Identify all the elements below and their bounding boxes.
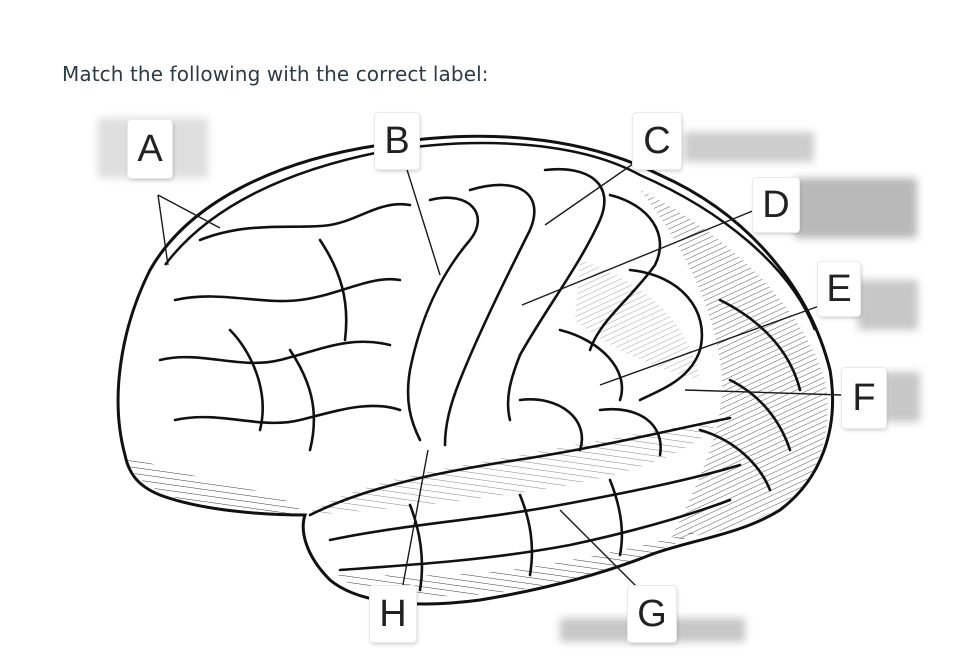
label-F[interactable]: F [842,368,886,428]
hidden-answer-F [885,372,920,422]
hidden-answer-C [684,132,814,162]
label-H[interactable]: H [370,586,416,642]
parietal-shading [575,260,700,380]
question-prompt: Match the following with the correct lab… [62,62,489,86]
label-C[interactable]: C [633,113,681,169]
brain-rim [164,141,817,331]
frontal-shading [125,455,305,515]
occipital-shading [640,190,828,540]
label-A[interactable]: A [128,120,172,178]
label-B[interactable]: B [375,113,419,169]
gyri-outlines [158,167,802,592]
lateral-sulcus-shading [305,420,720,515]
label-E[interactable]: E [818,262,860,316]
hidden-answer-E [858,280,918,330]
hidden-answer-D [795,178,917,238]
label-G[interactable]: G [628,586,676,642]
label-D[interactable]: D [753,178,799,232]
